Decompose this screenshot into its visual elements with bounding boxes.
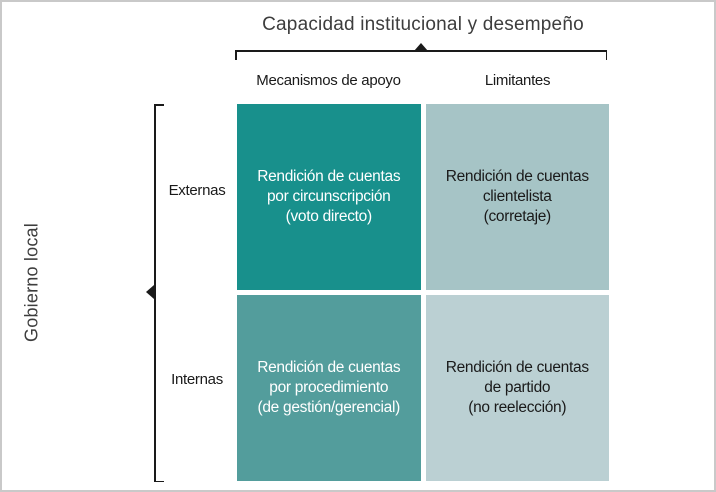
arrow-left-icon [146, 285, 154, 299]
quadrant-internas-mecanismos: Rendición de cuentas por procedimiento (… [237, 295, 421, 481]
top-bracket-tick-left [235, 50, 237, 60]
column-header-limitantes: Limitantes [484, 72, 551, 89]
row-label-externas: Externas [168, 182, 226, 199]
y-axis-title: Gobierno local [21, 223, 42, 342]
quadrant-internas-limitantes: Rendición de cuentas de partido (no reel… [425, 295, 609, 481]
top-bracket-tick-right [605, 50, 608, 60]
quadrant-externas-mecanismos: Rendición de cuentas por circunscripción… [237, 104, 421, 290]
left-bracket-line [154, 104, 156, 482]
left-bracket-tick-top [154, 104, 164, 106]
row-label-internas: Internas [171, 371, 223, 388]
left-bracket-tick-bottom [154, 480, 164, 483]
quadrant-externas-limitantes: Rendición de cuentas clientelista (corre… [425, 104, 609, 290]
x-axis-title: Capacidad institucional y desempeño [262, 14, 584, 35]
column-header-mecanismos-de-apoyo: Mecanismos de apoyo [256, 72, 401, 89]
arrow-up-icon [414, 43, 428, 51]
quadrant-matrix: Rendición de cuentas por circunscripción… [237, 104, 609, 481]
